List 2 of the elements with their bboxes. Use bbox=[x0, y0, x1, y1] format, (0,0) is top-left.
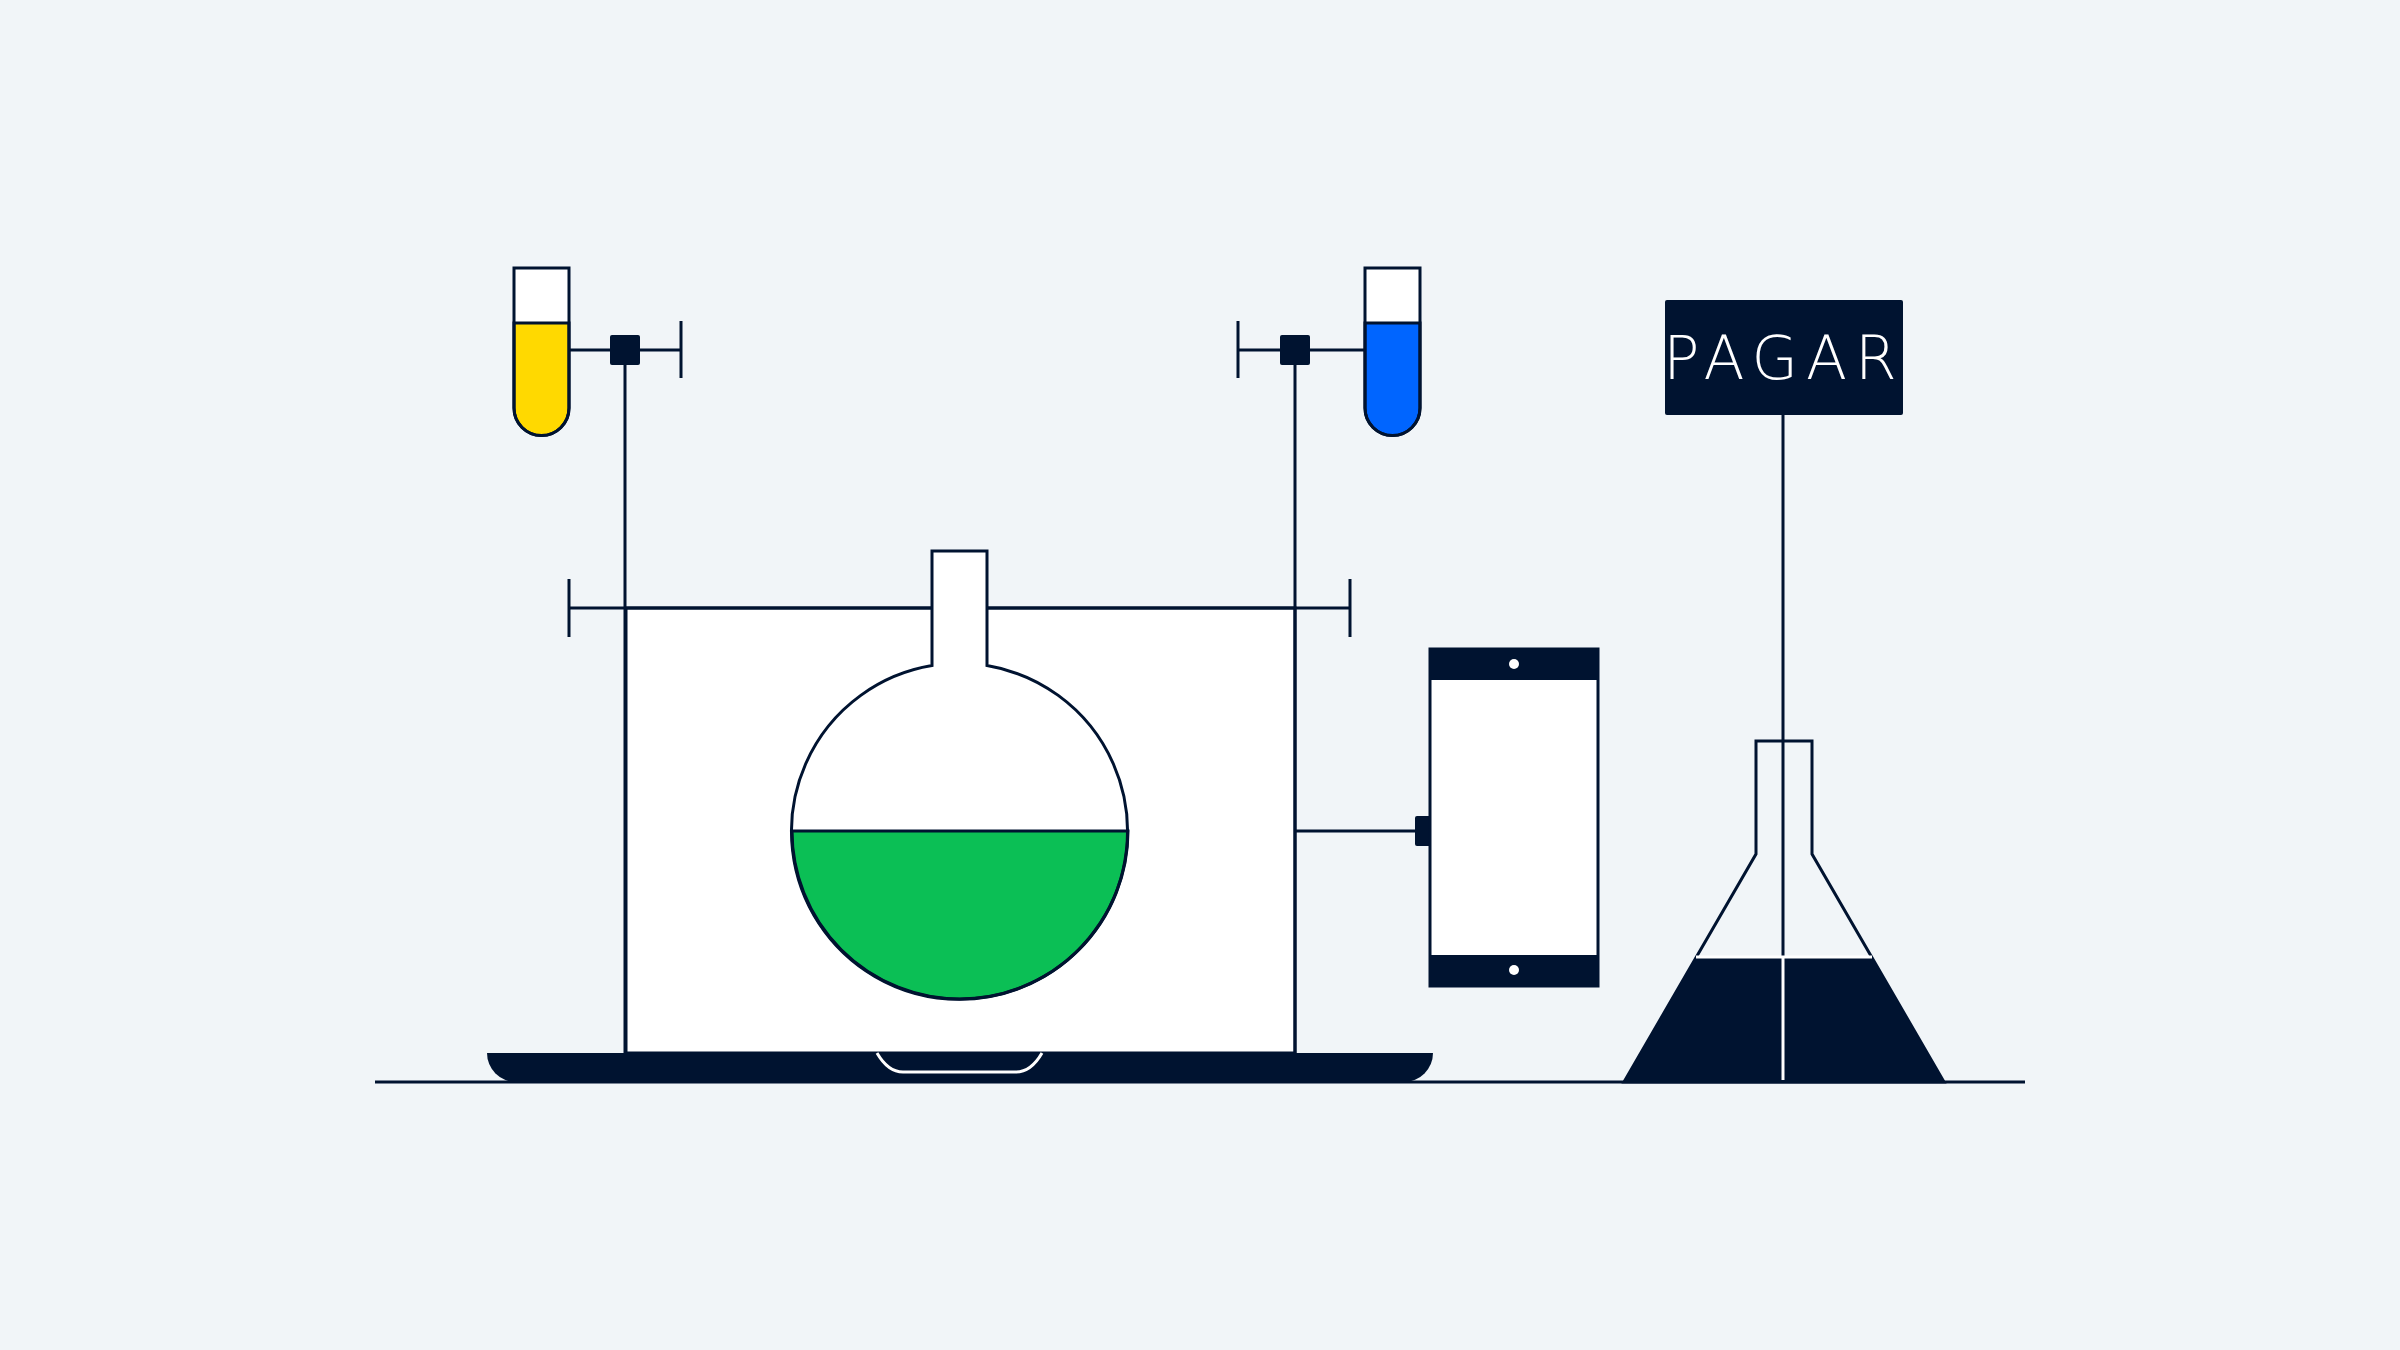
sign-text: PAGAR bbox=[1663, 322, 1905, 393]
sign-board bbox=[1665, 300, 1903, 415]
